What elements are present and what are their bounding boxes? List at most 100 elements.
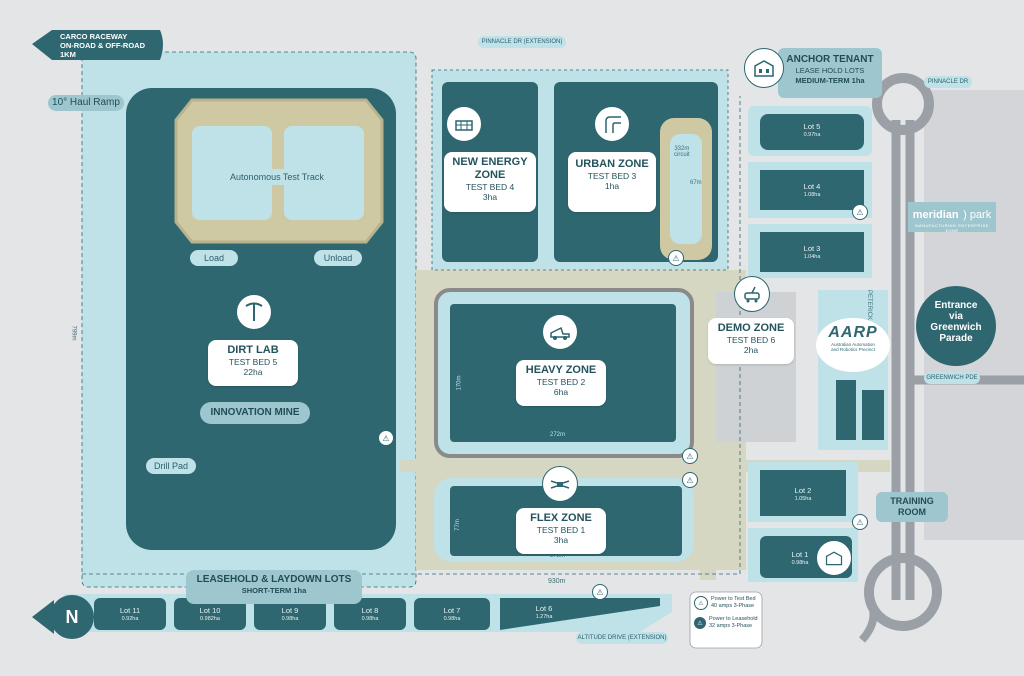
anchor-line3: MEDIUM-TERM 1ha <box>795 76 865 85</box>
meridian-tag: MANUFACTURING ENTERPRISE ZONE <box>915 223 989 233</box>
lot11 <box>94 598 166 630</box>
carco-line2: ON-ROAD & OFF-ROAD <box>60 41 145 50</box>
heavy-title: HEAVY ZONE <box>525 364 597 376</box>
lot7 <box>414 598 490 630</box>
north-label: N <box>65 607 79 627</box>
leasehold-label: LEASEHOLD & LAYDOWN LOTS SHORT-TERM 1ha <box>186 573 362 596</box>
lot5 <box>760 114 864 150</box>
training-line1: TRAINING <box>890 496 934 506</box>
bottom-lot-7: Lot 7 0.98ha <box>414 606 490 624</box>
lot-name: Lot 4 <box>803 182 821 191</box>
lot-name: Lot 7 <box>443 606 461 615</box>
power-icon: ⚠ <box>852 204 868 220</box>
lot-name: Lot 3 <box>803 244 821 253</box>
leasehold-banner <box>186 570 362 604</box>
lot4 <box>760 170 864 210</box>
dump-truck-icon <box>542 314 578 350</box>
training-line2: ROOM <box>898 507 926 517</box>
leasehold-title: LEASEHOLD & LAYDOWN LOTS <box>196 574 352 585</box>
urban-area: 1ha <box>604 181 620 191</box>
legend-box <box>689 591 763 649</box>
meridian-park-logo: meridian ) park MANUFACTURING ENTERPRISE… <box>908 202 996 233</box>
lot-area: 1.08ha <box>803 192 821 198</box>
carco-sign: CARCO RACEWAY ON-ROAD & OFF-ROAD 1KM <box>60 32 160 59</box>
dirt-lab-title: DIRT LAB <box>227 344 279 356</box>
legend: ⚠ Power to Test Bed 40 amps 3-Phase ⚠ Po… <box>694 596 760 630</box>
lot6 <box>500 598 660 630</box>
training-room-label: TRAINING ROOM <box>876 496 948 518</box>
power-leasehold-icon: ⚠ <box>694 617 706 629</box>
power-icon: ⚠ <box>668 250 684 266</box>
entrance-line3: Greenwich <box>930 322 982 333</box>
lot-area: 0.98ha <box>443 616 461 622</box>
heavy-card: HEAVY ZONE TEST BED 2 6ha <box>516 360 606 406</box>
urban-title: URBAN ZONE <box>575 158 649 170</box>
heavy-bed: TEST BED 2 <box>536 377 586 387</box>
entrance-line2: via <box>949 311 963 322</box>
meridian-name2: park <box>969 209 992 221</box>
lot-name: Lot 1 <box>791 550 809 559</box>
new-energy-title2: ZONE <box>474 169 506 181</box>
bottom-lot-11: Lot 11 0.92ha <box>94 606 166 624</box>
lot10 <box>174 598 246 630</box>
aarp-logo: AARP Australian Automation and Robotics … <box>816 318 890 372</box>
meridian-name: meridian <box>912 209 959 221</box>
circuit-dim: 67m <box>690 180 702 186</box>
lot-area: 1.27ha <box>535 614 553 620</box>
innovation-mine-label: INNOVATION MINE <box>200 402 310 424</box>
aarp-building-b <box>862 390 884 440</box>
robot-icon <box>734 276 770 312</box>
dim-930: 930m <box>548 578 566 585</box>
solar-panel-icon <box>446 106 482 142</box>
lot-area: 0.98ha <box>281 616 299 622</box>
bottom-lot-10: Lot 10 0.982ha <box>174 606 246 624</box>
leasehold-sub: SHORT-TERM 1ha <box>241 586 307 595</box>
peterick-road <box>891 120 915 600</box>
lot3 <box>760 232 864 272</box>
haul-ramp-label: 10° Haul Ramp <box>48 95 124 111</box>
road-label-pinnacle: PINNACLE DR <box>924 76 972 88</box>
dim-77: 77m <box>454 519 461 531</box>
anchor-banner <box>778 48 882 98</box>
circuit-label: 332m circuit <box>674 146 690 158</box>
right-lot-4: Lot 4 1.08ha <box>760 182 864 200</box>
legend-item-leasehold: ⚠ Power to Leasehold 32 amps 3-Phase <box>694 616 760 630</box>
lot-name: Lot 8 <box>361 606 379 615</box>
dim-799: 799m <box>70 325 77 341</box>
lot-name: Lot 11 <box>119 606 141 615</box>
drill-pad-label: Drill Pad <box>146 458 196 474</box>
building-icon <box>816 540 852 576</box>
new-energy-area: 3ha <box>482 192 498 202</box>
lot-name: Lot 9 <box>281 606 299 615</box>
roundabout-bottom <box>864 553 942 631</box>
lot-area: 0.98ha <box>791 560 809 566</box>
legend-1-line1: Power to Test Bed <box>711 596 756 602</box>
aarp-line1: Australian Automation <box>831 342 875 347</box>
unload-label: Unload <box>314 250 362 266</box>
power-icon: ⚠ <box>682 448 698 464</box>
entrance-line1: Entrance <box>934 300 978 311</box>
power-test-bed-icon: ⚠ <box>694 596 708 610</box>
right-lot-1: Lot 1 0.98ha <box>760 550 840 568</box>
dim-272-flex: 272m <box>550 553 566 559</box>
new-energy-card: NEW ENERGY ZONE TEST BED 4 3ha <box>444 152 536 212</box>
lot8 <box>334 598 406 630</box>
legend-2-line2: 32 amps 3-Phase <box>709 623 753 629</box>
demo-area: 2ha <box>743 345 759 355</box>
lot2 <box>760 470 846 516</box>
bottom-lot-6: Lot 6 1.27ha <box>512 604 576 622</box>
anchor-line2: LEASE HOLD LOTS <box>795 66 865 75</box>
carco-sign-shape <box>32 30 163 60</box>
bottom-lot-8: Lot 8 0.98ha <box>334 606 406 624</box>
dirt-lab-area: 22ha <box>243 367 263 377</box>
lot-area: 1.05ha <box>794 496 812 502</box>
new-energy-title1: NEW ENERGY <box>452 156 528 168</box>
power-icon: ⚠ <box>378 430 394 446</box>
autonomous-track-label: Autonomous Test Track <box>216 169 338 185</box>
aarp-building-a <box>836 380 856 440</box>
flex-area: 3ha <box>553 535 569 545</box>
demo-title: DEMO ZONE <box>717 322 785 334</box>
right-lot-2: Lot 2 1.05ha <box>760 486 846 504</box>
demo-card: DEMO ZONE TEST BED 6 2ha <box>708 318 794 364</box>
flex-bed: TEST BED 1 <box>536 525 586 535</box>
